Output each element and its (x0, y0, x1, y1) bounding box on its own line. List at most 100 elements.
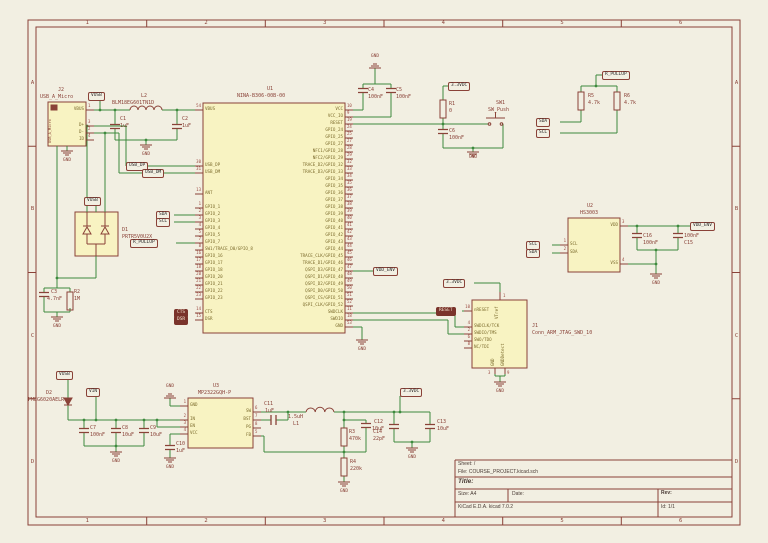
component-ref[interactable]: L1 (293, 421, 300, 427)
net-label-sda[interactable]: SDA (536, 118, 551, 127)
component-value[interactable]: 1M (74, 296, 81, 302)
component-value[interactable]: 4.7k (588, 100, 601, 106)
component-j1-jtag-connector[interactable] (471, 299, 528, 369)
component-ref[interactable]: C1 (120, 116, 127, 122)
pin-name: QSPI_D1/GPIO_48 (305, 274, 343, 280)
pin-name: GPIO_25 (325, 134, 343, 140)
component-ref[interactable]: R6 (624, 93, 631, 99)
component-ref[interactable]: R2 (74, 289, 81, 295)
component-value[interactable]: 1uF (182, 123, 192, 129)
component-value[interactable]: 1uF (120, 123, 130, 129)
component-value[interactable]: PRTR5V0U2X (122, 234, 153, 240)
net-label-scl[interactable]: SCL (536, 129, 551, 138)
net-label-vdd-env[interactable]: VDD_ENV (690, 222, 715, 231)
component-ref[interactable]: C7 (90, 425, 97, 431)
switch-sw1[interactable] (486, 112, 505, 126)
net-label-vusb[interactable]: VUSB (56, 371, 73, 380)
component-value[interactable]: BLM18EG601TN1D (112, 100, 155, 106)
component-value[interactable]: 100nF (684, 233, 700, 239)
component-value[interactable]: SW_Push (488, 107, 510, 113)
component-value[interactable]: 1.5uH (288, 414, 304, 420)
component-value[interactable]: 10uF (372, 426, 385, 432)
component-ref[interactable]: C14 (373, 429, 383, 435)
inductor-l1[interactable] (305, 406, 335, 413)
diode-d2[interactable] (63, 397, 73, 407)
component-value[interactable]: 10uF (437, 426, 450, 432)
net-label-r-pullup[interactable]: R_PULLUP (130, 239, 158, 248)
component-value[interactable]: 100nF (368, 94, 384, 100)
component-ref[interactable]: J1 (532, 323, 539, 329)
net-label-r-pullup[interactable]: R_PULLUP (602, 71, 630, 80)
net-label-3v3[interactable]: 3.3VDC (400, 388, 423, 397)
component-value[interactable]: HS3003 (580, 210, 599, 216)
component-u1-nina-module[interactable] (202, 102, 346, 334)
component-value[interactable]: 100nF (449, 135, 465, 141)
pin-number: 2 (88, 125, 91, 131)
component-ref[interactable]: SW1 (496, 100, 506, 106)
component-ref[interactable]: C5 (396, 87, 403, 93)
component-u2-sensor[interactable] (567, 217, 621, 273)
component-ref[interactable]: C4 (368, 87, 375, 93)
component-value[interactable]: 4.7nF (47, 296, 63, 302)
component-value[interactable]: 10uF (122, 432, 135, 438)
component-ref[interactable]: R4 (350, 459, 357, 465)
component-ref[interactable]: C10 (176, 441, 186, 447)
component-value[interactable]: 4.7k (624, 100, 637, 106)
capacitor-c11[interactable] (270, 415, 277, 425)
component-ref[interactable]: D1 (122, 227, 129, 233)
net-label-vdd-env[interactable]: VDD_ENV (373, 267, 398, 276)
component-ref[interactable]: R1 (449, 101, 456, 107)
component-ref[interactable]: C9 (150, 425, 157, 431)
component-ref[interactable]: C13 (437, 419, 447, 425)
component-ref[interactable]: C8 (122, 425, 129, 431)
component-value[interactable]: 100nF (396, 94, 412, 100)
net-label-vusb[interactable]: VUSB (84, 197, 101, 206)
wires[interactable] (43, 68, 690, 482)
component-ref[interactable]: U3 (213, 383, 220, 389)
component-ref[interactable]: C11 (264, 401, 274, 407)
component-ref[interactable]: C16 (643, 233, 653, 239)
component-value[interactable]: NINA-B306-00B-00 (237, 93, 286, 99)
net-label-vusb[interactable]: VUSB (88, 92, 105, 101)
pin-number: 25 (347, 130, 352, 136)
component-ref[interactable]: U1 (267, 86, 274, 92)
component-ref[interactable]: C3 (51, 289, 58, 295)
component-value[interactable]: 220k (350, 466, 363, 472)
symbol-artwork[interactable] (39, 63, 683, 487)
component-value[interactable]: 1uF (265, 408, 275, 414)
net-label-dsr[interactable]: DSR (174, 316, 189, 325)
component-value[interactable]: 0 (449, 108, 453, 114)
net-label-3v3[interactable]: 3.3VDC (443, 279, 466, 288)
component-ref[interactable]: C2 (182, 116, 189, 122)
component-ref[interactable]: L2 (141, 93, 148, 99)
component-value[interactable]: Conn_ARM_JTAG_SWD_10 (532, 330, 593, 336)
component-ref[interactable]: R3 (349, 429, 356, 435)
component-u3-regulator[interactable] (187, 397, 254, 449)
inductor-l2[interactable] (129, 105, 163, 111)
component-value[interactable]: 100nF (90, 432, 106, 438)
component-ref[interactable]: U2 (587, 203, 594, 209)
component-ref[interactable]: C12 (374, 419, 384, 425)
component-value[interactable]: 100nF (643, 240, 659, 246)
net-label-sda[interactable]: SDA (526, 249, 541, 258)
component-ref[interactable]: J2 (58, 87, 65, 93)
component-ref[interactable]: C15 (684, 240, 694, 246)
net-label-scl[interactable]: SCL (156, 218, 171, 227)
pin-number: 51 (347, 291, 352, 297)
net-label-vin[interactable]: VIN (86, 388, 101, 397)
net-label-usb-dp[interactable]: USB_DP (126, 162, 149, 171)
component-value[interactable]: 22pF (373, 436, 386, 442)
component-ref[interactable]: R5 (588, 93, 595, 99)
net-label-3v3[interactable]: 3.3VDC (448, 82, 471, 91)
component-value[interactable]: 470k (349, 436, 362, 442)
component-value[interactable]: USB_A_Micro (40, 94, 74, 100)
component-ref[interactable]: D2 (46, 390, 53, 396)
component-value[interactable]: MP2322GQH-P (198, 390, 232, 396)
pin-name: GPIO_38 (325, 204, 343, 210)
net-label-reset[interactable]: RESET (436, 307, 456, 316)
component-value[interactable]: PMEG6020AELR (28, 397, 65, 403)
net-label-usb-dm[interactable]: USB_DM (142, 169, 165, 178)
component-ref[interactable]: C6 (449, 128, 456, 134)
component-value[interactable]: 10uF (150, 432, 163, 438)
component-value[interactable]: 1uF (176, 448, 186, 454)
